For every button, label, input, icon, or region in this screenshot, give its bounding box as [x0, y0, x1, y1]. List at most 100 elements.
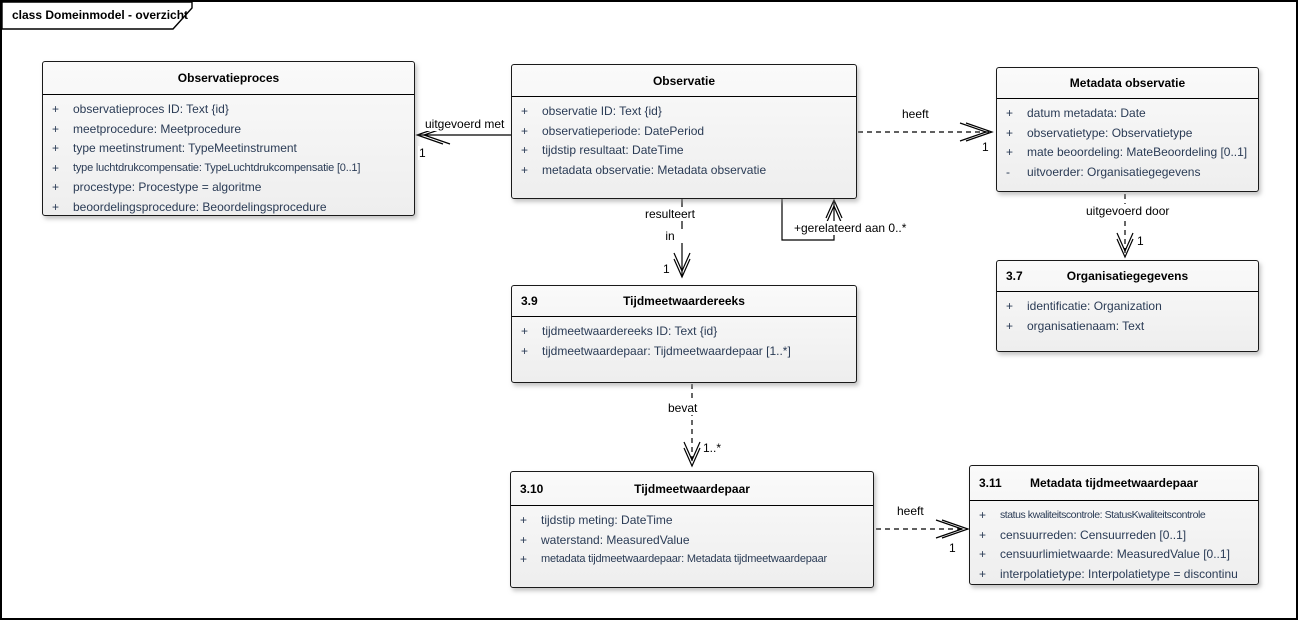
attribute-text: tijdmeetwaardepaar: Tijdmeetwaardepaar […: [542, 343, 791, 358]
visibility-sign: +: [52, 141, 60, 155]
attribute-text: metadata tijdmeetwaardepaar: Metadata ti…: [541, 553, 827, 565]
visibility-sign: +: [979, 508, 987, 522]
connector-label-uitgevoerd-door: uitgevoerd door: [1084, 204, 1172, 218]
attribute-row[interactable]: +beoordelingsprocedure: Beoordelingsproc…: [43, 198, 414, 218]
visibility-sign: +: [1006, 145, 1014, 159]
attribute-text: organisatienaam: Text: [1027, 318, 1145, 333]
connector-label-heeft-bottom: heeft: [895, 504, 926, 518]
visibility-sign: +: [521, 143, 529, 157]
attribute-text: observatieproces ID: Text {id}: [73, 102, 229, 116]
attribute-row[interactable]: + waterstand: MeasuredValue: [511, 531, 873, 551]
attribute-row[interactable]: + observatie ID: Text {id}: [512, 102, 856, 122]
attribute-text: tijdmeetwaardereeks ID: Text {id}: [542, 324, 718, 338]
class-tijdmeetwaardepaar[interactable]: 3.10 Tijdmeetwaardepaar +tijdstip meting…: [510, 471, 874, 588]
attribute-compartment: + tijdmeetwaardereeks ID: Text {id} + tijd…: [512, 317, 856, 361]
connector-heeft-bottom[interactable]: [876, 519, 970, 539]
visibility-sign: +: [520, 532, 528, 547]
attribute-text: datum metadata: Date: [1027, 106, 1146, 120]
class-header: Metadata observatie: [997, 68, 1258, 99]
attribute-row[interactable]: + identificatie: Organization: [997, 297, 1258, 317]
attribute-text: interpolatietype: Interpolatietype = dis…: [1000, 566, 1238, 581]
attribute-row[interactable]: + observatieproces ID: Text {id}: [43, 100, 414, 120]
attribute-row[interactable]: + metadata observatie: Metadata observati…: [512, 161, 856, 181]
class-title: Observatieproces: [177, 71, 280, 85]
attribute-text: type meetinstrument: TypeMeetinstrument: [73, 141, 297, 155]
attribute-text: waterstand: MeasuredValue: [541, 532, 690, 547]
visibility-sign: +: [52, 102, 60, 116]
attribute-row[interactable]: + datum metadata: Date: [997, 104, 1258, 124]
class-number: 3.7: [1006, 269, 1023, 283]
attribute-text: metadata observatie: Metadata observatie: [542, 162, 767, 177]
attribute-text: identificatie: Organization: [1027, 299, 1162, 313]
attribute-row[interactable]: +mate beoordeling: MateBeoordeling [0..1…: [997, 143, 1258, 163]
class-title: Tijdmeetwaardereeks: [623, 294, 745, 308]
attribute-row[interactable]: +status kwaliteitscontrole: StatusKwalit…: [970, 506, 1258, 526]
attribute-text: observatietype: Observatietype: [1027, 125, 1193, 140]
attribute-text: meetprocedure: Meetprocedure: [73, 121, 242, 136]
visibility-sign: +: [1006, 299, 1014, 313]
attribute-row[interactable]: +procestype: Procestype = algoritme: [43, 178, 414, 198]
attribute-text: observatie ID: Text {id}: [542, 104, 662, 118]
class-metadata-observatie[interactable]: Metadata observatie + datum metadata: Dat…: [996, 67, 1259, 192]
attribute-compartment: +tijdstip meting: DateTime + waterstand: …: [511, 506, 873, 570]
attribute-row[interactable]: +tijdstip meting: DateTime: [511, 511, 873, 531]
attribute-row[interactable]: +tijdstip resultaat: DateTime: [512, 141, 856, 161]
connector-bevat[interactable]: [683, 384, 701, 468]
multiplicity-bevat: 1..*: [702, 441, 723, 455]
class-number: 3.10: [520, 481, 544, 496]
visibility-sign: +: [1006, 106, 1014, 120]
connector-label-bevat: bevat: [666, 401, 700, 415]
multiplicity-heeft-bottom: 1: [948, 541, 957, 555]
connector-label-gerelateerd-aan: +gerelateerd aan 0..*: [792, 221, 909, 235]
visibility-sign: +: [52, 199, 60, 214]
class-header: 3.11 Metadata tijdmeetwaardepaar: [970, 466, 1258, 501]
class-header: Observatie: [512, 65, 856, 97]
class-tijdmeetwaardereeks[interactable]: 3.9 Tijdmeetwaardereeks + tijdmeetwaarder…: [511, 285, 857, 383]
visibility-sign: -: [1006, 164, 1010, 179]
attribute-row[interactable]: + metadata tijdmeetwaardepaar: Metadata t…: [511, 550, 873, 570]
multiplicity-uitgevoerd-met: 1: [418, 146, 427, 160]
visibility-sign: +: [521, 324, 529, 338]
visibility-sign: +: [521, 343, 529, 358]
attribute-row[interactable]: + censuurreden: Censuurreden [0..1]: [970, 526, 1258, 546]
class-observatie[interactable]: Observatie + observatie ID: Text {id} +ob…: [511, 64, 857, 199]
class-observatieproces[interactable]: Observatieproces + observatieproces ID: T…: [42, 61, 415, 216]
attribute-text: censuurlimietwaarde: MeasuredValue [0..1…: [1000, 547, 1230, 561]
diagram-tab-shape: [2, 2, 193, 30]
connector-heeft-top[interactable]: [858, 122, 994, 142]
attribute-row[interactable]: +censuurlimietwaarde: MeasuredValue [0..…: [970, 545, 1258, 565]
attribute-row[interactable]: + tijdmeetwaardepaar: Tijdmeetwaardepaar …: [512, 342, 856, 362]
class-organisatiegegevens[interactable]: 3.7 Organisatiegegevens + identificatie: …: [996, 260, 1259, 352]
multiplicity-heeft-top: 1: [981, 140, 990, 154]
class-header: 3.9 Tijdmeetwaardereeks: [512, 286, 856, 317]
class-title: Observatie: [652, 73, 716, 88]
attribute-row[interactable]: + tijdmeetwaardereeks ID: Text {id}: [512, 322, 856, 342]
attribute-compartment: +observatieproces ID: Text {id} +meetpro…: [43, 95, 414, 217]
diagram-title: class Domeinmodel - overzicht: [12, 8, 189, 22]
class-metadata-tijdmeetwaardepaar[interactable]: 3.11 Metadata tijdmeetwaardepaar +status…: [969, 465, 1259, 585]
attribute-compartment: + observatie ID: Text {id} +observatieper…: [512, 97, 856, 180]
visibility-sign: +: [1006, 125, 1014, 140]
attribute-row[interactable]: + type meetinstrument: TypeMeetinstrument: [43, 139, 414, 159]
visibility-sign: +: [521, 104, 529, 118]
visibility-sign: +: [521, 162, 529, 177]
attribute-row[interactable]: +organisatienaam: Text: [997, 317, 1258, 337]
attribute-row[interactable]: +type luchtdrukcompensatie: TypeLuchtdru…: [43, 159, 414, 179]
attribute-row[interactable]: +observatieperiode: DatePeriod: [512, 122, 856, 142]
connector-label-uitgevoerd-met: uitgevoerd met: [423, 117, 507, 131]
class-header: 3.10 Tijdmeetwaardepaar: [511, 472, 873, 506]
visibility-sign: +: [52, 160, 60, 175]
visibility-sign: +: [979, 527, 987, 542]
class-number: 3.9: [521, 294, 538, 308]
visibility-sign: +: [520, 552, 528, 566]
attribute-compartment: +status kwaliteitscontrole: StatusKwalit…: [970, 501, 1258, 584]
attribute-text: censuurreden: Censuurreden [0..1]: [1000, 527, 1187, 542]
attribute-row[interactable]: - uitvoerder: Organisatiegegevens: [997, 163, 1258, 183]
attribute-text: uitvoerder: Organisatiegegevens: [1027, 164, 1201, 179]
attribute-row[interactable]: +interpolatietype: Interpolatietype = di…: [970, 565, 1258, 585]
visibility-sign: +: [520, 513, 528, 527]
attribute-row[interactable]: +meetprocedure: Meetprocedure: [43, 120, 414, 140]
attribute-row[interactable]: + observatietype: Observatietype: [997, 124, 1258, 144]
class-header: 3.7 Organisatiegegevens: [997, 261, 1258, 292]
class-title: Tijdmeetwaardepaar: [634, 481, 750, 496]
